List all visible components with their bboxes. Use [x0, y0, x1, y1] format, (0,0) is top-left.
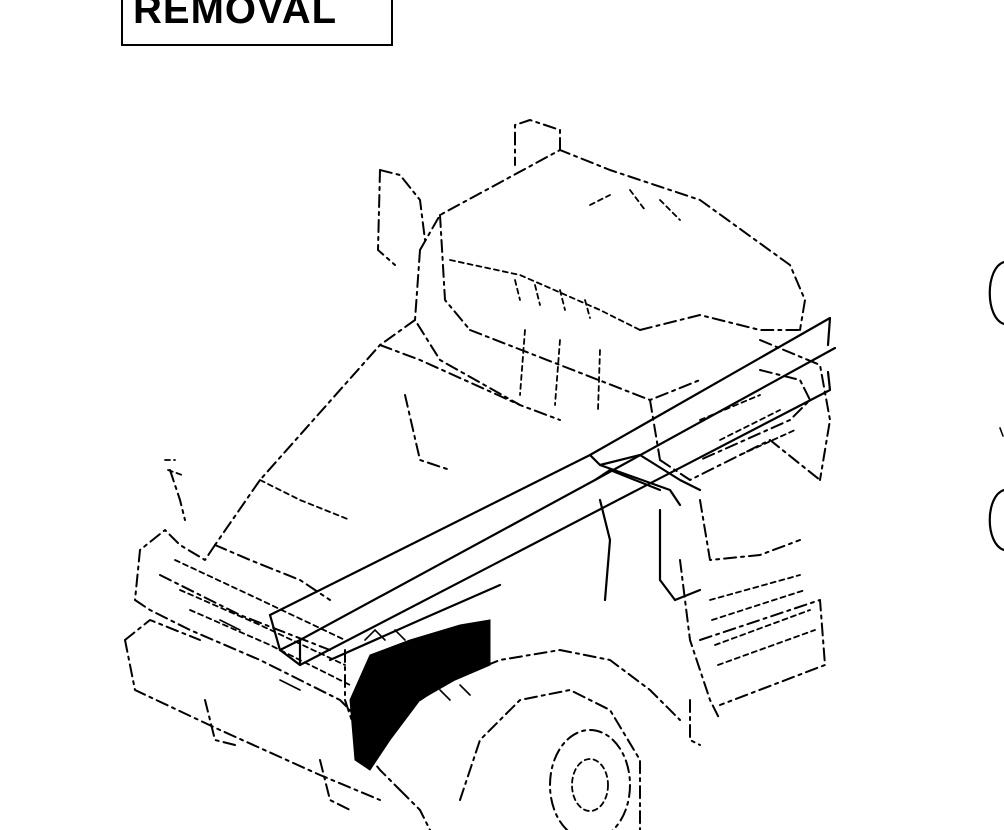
removal-heading: REMOVAL: [133, 0, 338, 32]
cab-outline: [377, 119, 806, 461]
grille-front: [124, 459, 381, 811]
frame-beam[interactable]: [268, 316, 837, 667]
callout-circles: [988, 260, 1004, 552]
removal-heading-box: REMOVAL: [121, 0, 393, 46]
shaded-panel: [349, 619, 491, 771]
rear-frame: [659, 339, 831, 746]
hood-outline: [214, 319, 521, 601]
detail-marks: [219, 619, 471, 701]
